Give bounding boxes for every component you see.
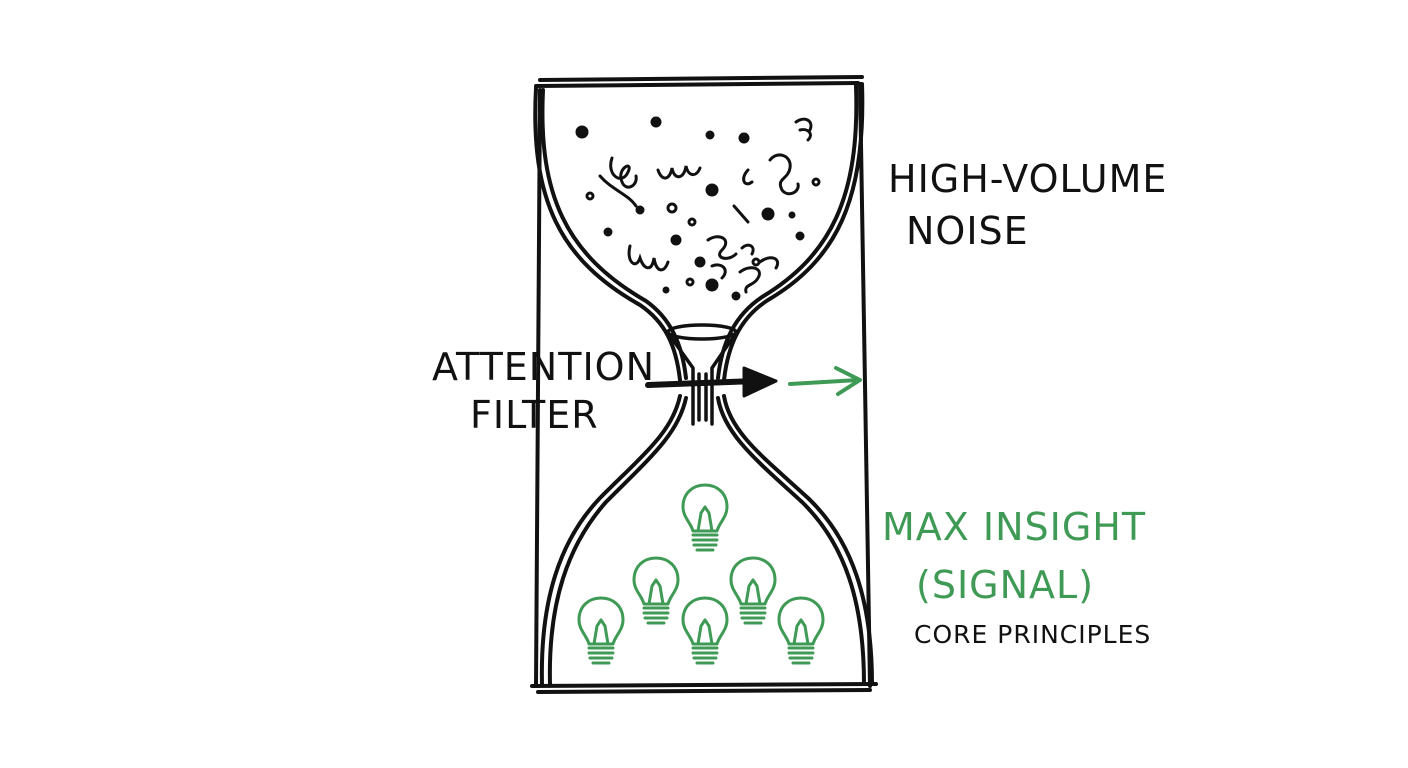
lightbulb-icon <box>577 596 625 665</box>
insight-sublabel: CORE PRINCIPLES <box>914 620 1152 649</box>
noise-squiggle <box>710 263 727 280</box>
noise-squiggle <box>598 174 638 208</box>
lightbulb-icon <box>681 483 729 552</box>
noise-squiggle <box>740 243 755 256</box>
noise-dot <box>738 132 750 144</box>
hourglass-top-cap <box>534 75 864 88</box>
lightbulb-icon <box>681 596 729 665</box>
noise-dot <box>603 227 613 237</box>
noise-dot <box>788 211 796 219</box>
noise-squiggle <box>742 168 754 186</box>
signal-lightbulbs <box>577 483 825 665</box>
signal-arrow <box>788 366 862 396</box>
noise-dot <box>811 177 821 187</box>
noise-dot <box>635 205 645 215</box>
lightbulb-icon <box>777 596 825 665</box>
noise-label-line2: NOISE <box>906 209 1029 253</box>
filter-label-line2: FILTER <box>470 393 599 437</box>
noise-dot <box>650 116 662 128</box>
noise-dot <box>705 183 719 197</box>
noise-squiggle <box>758 256 779 270</box>
noise-squiggle <box>706 235 738 260</box>
filter-arrow <box>645 366 778 398</box>
noise-dot <box>751 257 761 267</box>
noise-dot <box>731 291 741 301</box>
noise-dot <box>705 130 715 140</box>
lightbulb-icon <box>632 556 680 625</box>
lightbulb-icon <box>729 556 777 625</box>
noise-dot <box>705 278 719 292</box>
noise-label-line1: HIGH-VOLUME <box>888 157 1168 201</box>
noise-dot <box>687 217 697 227</box>
noise-squiggle <box>768 153 800 196</box>
noise-dot <box>694 256 706 268</box>
noise-particles <box>575 116 821 301</box>
noise-dot <box>585 191 595 201</box>
noise-squiggle <box>609 156 638 189</box>
noise-squiggle <box>738 266 761 294</box>
hourglass-bottom-cap <box>530 682 878 694</box>
hourglass-glass <box>533 82 874 688</box>
noise-dot <box>662 286 670 294</box>
noise-dot <box>670 234 682 246</box>
noise-squiggle <box>794 117 813 142</box>
noise-squiggle <box>732 204 750 224</box>
insight-label-line1: MAX INSIGHT <box>882 505 1147 549</box>
noise-dot <box>666 202 678 214</box>
noise-dot <box>575 125 589 139</box>
filter-label-line1: ATTENTION <box>432 345 655 389</box>
noise-dot <box>685 277 695 287</box>
noise-squiggle <box>656 165 702 180</box>
noise-squiggle <box>627 244 670 272</box>
noise-dot <box>795 231 805 241</box>
noise-dot <box>761 207 775 221</box>
insight-label-line2: (SIGNAL) <box>916 563 1095 607</box>
